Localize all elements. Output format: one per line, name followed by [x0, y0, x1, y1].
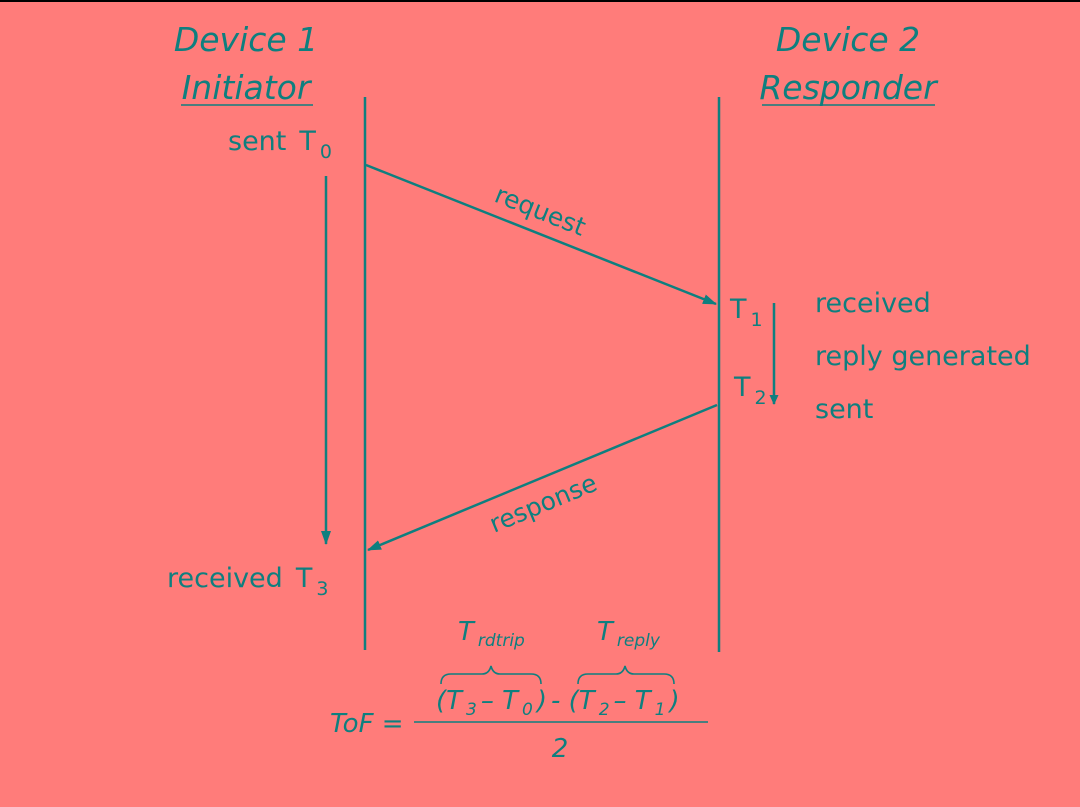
device1-role: Initiator [182, 68, 313, 107]
request-label: request [491, 180, 590, 242]
step-received: received [815, 288, 931, 319]
t2-label: T 2 [733, 372, 767, 409]
sent-t0-label: sent T 0 [228, 126, 332, 163]
received-t3-label: received T 3 [167, 563, 328, 600]
response-arrow [367, 403, 718, 552]
t-rdtrip-label: T rdtrip [458, 617, 525, 651]
device2-role: Responder [759, 68, 939, 107]
t-reply-label: T reply [597, 617, 661, 651]
step-reply-generated: reply generated [815, 341, 1031, 372]
formula-lhs: ToF = [330, 709, 404, 739]
formula-denominator: 2 [552, 734, 569, 764]
device1-title: Device 1 [174, 20, 318, 59]
rdtrip-brace [440, 665, 542, 685]
device2-title: Device 2 [776, 20, 920, 59]
reply-brace [577, 665, 675, 685]
step-sent: sent [815, 394, 873, 425]
t1-label: T 1 [729, 294, 763, 331]
request-arrow [365, 163, 717, 306]
response-label: response [485, 468, 601, 538]
formula-numerator: (T 3 – T 0 ) - (T 2 – T 1 ) [436, 686, 680, 720]
